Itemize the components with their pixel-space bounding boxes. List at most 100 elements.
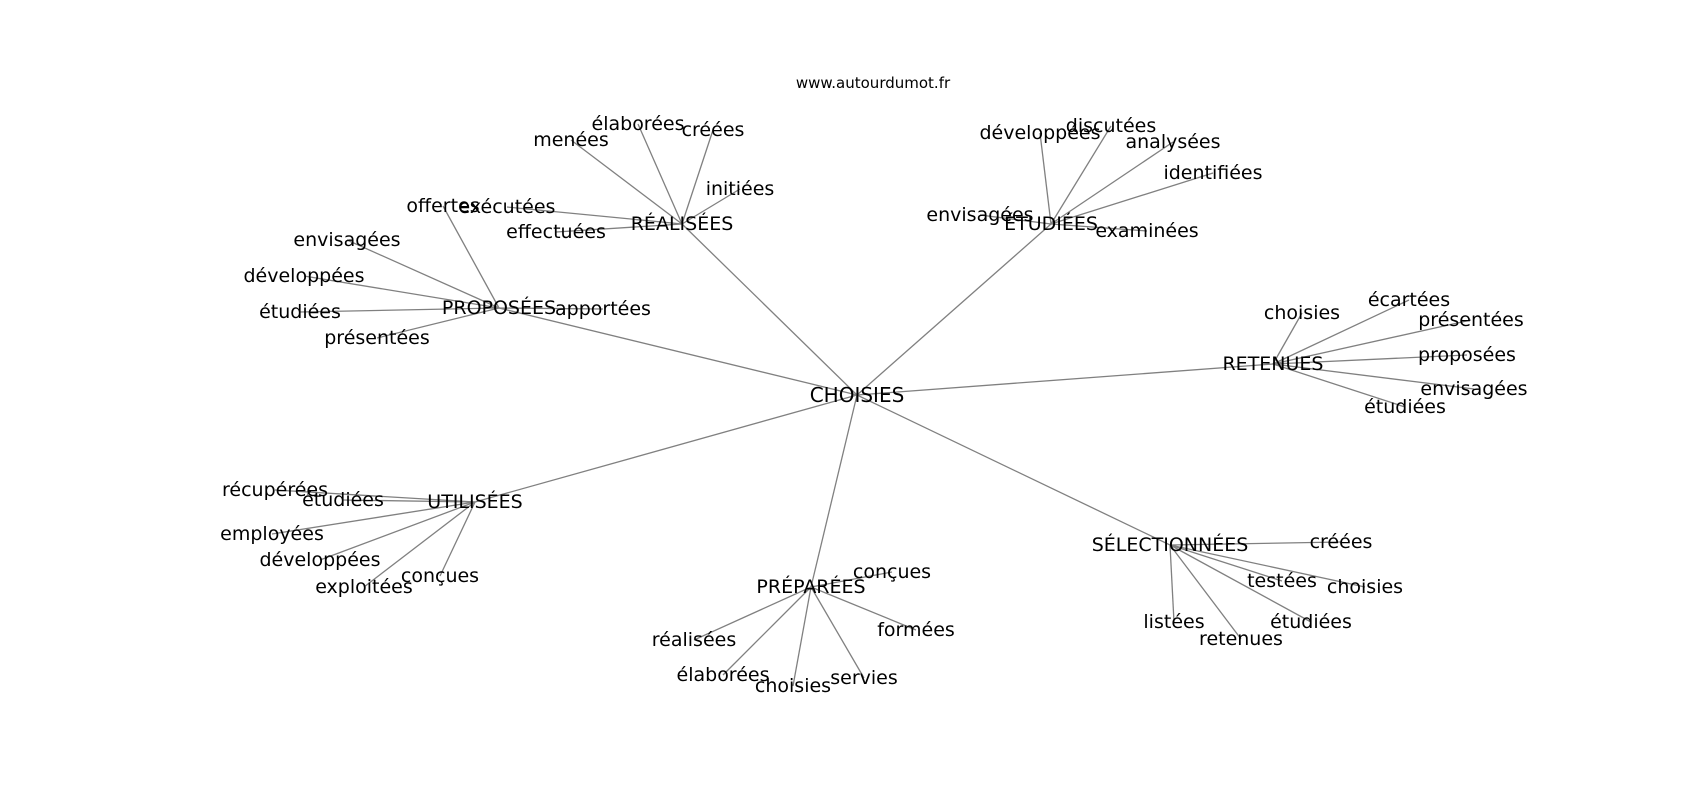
leaf-node-selectionnees-testees: testées xyxy=(1247,570,1317,592)
edge-center-realisees xyxy=(681,223,858,396)
edge-selectionnees-testees xyxy=(1169,544,1283,582)
leaf-node-realisees-elaborees: élaborées xyxy=(592,113,685,135)
leaf-node-realisees-creees: créées xyxy=(682,119,745,141)
hub-node-proposees: PROPOSÉES xyxy=(442,296,556,319)
graph-labels: www.autourdumot.frCHOISIESRÉALISÉESmenée… xyxy=(220,74,1527,697)
edge-center-retenues xyxy=(856,363,1274,396)
leaf-node-utilisees-concues: conçues xyxy=(401,565,479,587)
hub-node-retenues: RETENUES xyxy=(1222,353,1323,375)
leaf-node-preparees-elaborees: élaborées xyxy=(677,664,770,686)
leaf-node-selectionnees-retenues: retenues xyxy=(1199,628,1283,650)
leaf-node-retenues-etudiees: étudiées xyxy=(1364,396,1446,418)
edge-proposees-etudiees xyxy=(299,307,500,313)
edge-selectionnees-choisies xyxy=(1169,544,1366,588)
edge-realisees-executees xyxy=(506,206,683,225)
edge-etudiees-envisagees xyxy=(979,214,1052,225)
leaf-node-etudiees-discutees: discutées xyxy=(1066,115,1156,137)
edge-realisees-elaborees xyxy=(637,123,683,225)
leaf-node-utilisees-recuperees: récupérées xyxy=(222,479,328,501)
edge-utilisees-employees xyxy=(271,501,476,535)
edge-selectionnees-creees xyxy=(1169,541,1342,546)
edge-etudiees-discutees xyxy=(1050,125,1112,225)
hub-node-realisees: RÉALISÉES xyxy=(631,212,734,235)
hub-node-etudiees: ÉTUDIÉES xyxy=(1004,212,1098,235)
leaf-node-retenues-choisies: choisies xyxy=(1264,302,1340,324)
leaf-node-preparees-concues: conçues xyxy=(853,561,931,583)
edge-retenues-ecartees xyxy=(1272,299,1410,365)
leaf-node-proposees-offertes: offertes xyxy=(406,195,479,217)
leaf-node-etudiees-examinees: examinées xyxy=(1095,220,1198,242)
hub-node-utilisees: UTILISÉES xyxy=(427,490,522,513)
edge-center-utilisees xyxy=(474,394,858,503)
leaf-node-retenues-proposees: proposées xyxy=(1418,344,1516,366)
leaf-node-retenues-envisagees: envisagées xyxy=(1420,378,1527,400)
leaf-node-preparees-realisees: réalisées xyxy=(652,629,736,651)
edge-center-selectionnees xyxy=(856,394,1171,546)
leaf-node-selectionnees-creees: créées xyxy=(1310,531,1373,553)
leaf-node-preparees-servies: servies xyxy=(830,667,898,689)
leaf-node-proposees-apportees: apportées xyxy=(555,298,651,320)
edge-realisees-initiees xyxy=(681,188,741,225)
edge-preparees-choisies xyxy=(792,586,812,687)
edge-utilisees-exploitees xyxy=(363,501,476,588)
edge-retenues-envisagees xyxy=(1272,363,1475,390)
leaf-node-retenues-presentees: présentées xyxy=(1418,309,1524,331)
edge-retenues-choisies xyxy=(1272,312,1303,365)
edge-realisees-creees xyxy=(681,129,714,225)
edge-preparees-realisees xyxy=(693,586,812,641)
leaf-node-proposees-developpees: développées xyxy=(244,265,365,287)
edge-etudiees-developpees xyxy=(1039,132,1052,225)
edge-utilisees-recuperees xyxy=(274,489,476,503)
leaf-node-utilisees-developpees: développées xyxy=(260,549,381,571)
leaf-node-utilisees-exploitees: exploitées xyxy=(315,576,413,598)
edge-preparees-elaborees xyxy=(722,586,812,676)
edge-selectionnees-retenues xyxy=(1169,544,1242,640)
edge-proposees-developpees xyxy=(303,275,500,309)
edge-selectionnees-etudiees xyxy=(1169,544,1312,623)
edge-preparees-concues xyxy=(810,571,893,588)
leaf-node-etudiees-analysees: analysées xyxy=(1125,131,1220,153)
leaf-node-proposees-presentees: présentées xyxy=(324,327,430,349)
edge-preparees-formees xyxy=(810,586,917,631)
edge-center-preparees xyxy=(810,394,858,588)
leaf-node-selectionnees-listees: listées xyxy=(1143,611,1204,633)
edge-center-proposees xyxy=(498,307,858,396)
leaf-node-utilisees-etudiees: étudiées xyxy=(302,489,384,511)
leaf-node-etudiees-identifiees: identifiées xyxy=(1163,162,1262,184)
edge-preparees-servies xyxy=(810,586,865,679)
edge-etudiees-examinees xyxy=(1050,223,1148,232)
edge-proposees-presentees xyxy=(376,307,500,339)
edge-utilisees-etudiees xyxy=(342,499,476,503)
leaf-node-realisees-executees: exécutées xyxy=(459,196,556,218)
edge-proposees-apportees xyxy=(498,307,604,310)
center-node-label: CHOISIES xyxy=(810,383,905,407)
edge-realisees-menees xyxy=(570,139,683,225)
leaf-node-proposees-envisagees: envisagées xyxy=(293,229,400,251)
leaf-node-preparees-formees: formées xyxy=(877,619,955,641)
edge-selectionnees-listees xyxy=(1169,544,1175,623)
edge-retenues-proposees xyxy=(1272,354,1468,365)
edge-proposees-envisagees xyxy=(346,239,500,309)
edge-etudiees-analysees xyxy=(1050,141,1174,225)
leaf-node-etudiees-developpees: développées xyxy=(980,122,1101,144)
leaf-node-realisees-initiees: initiées xyxy=(706,178,775,200)
source-url: www.autourdumot.fr xyxy=(796,74,951,92)
leaf-node-selectionnees-etudiees: étudiées xyxy=(1270,611,1352,633)
leaf-node-retenues-ecartees: écartées xyxy=(1368,289,1450,311)
hub-node-selectionnees: SÉLECTIONNÉES xyxy=(1092,533,1249,556)
edge-etudiees-identifiees xyxy=(1050,172,1214,225)
edge-retenues-etudiees xyxy=(1272,363,1406,408)
edge-utilisees-concues xyxy=(439,501,476,577)
leaf-node-preparees-choisies: choisies xyxy=(755,675,831,697)
leaf-node-proposees-etudiees: étudiées xyxy=(259,301,341,323)
graph-edges xyxy=(271,123,1475,687)
leaf-node-realisees-effectuees: effectuées xyxy=(506,221,606,243)
edge-utilisees-developpees xyxy=(319,501,476,561)
edge-realisees-effectuees xyxy=(555,223,683,233)
leaf-node-utilisees-employees: employées xyxy=(220,523,324,545)
hub-node-preparees: PRÉPARÉES xyxy=(756,575,865,598)
leaf-node-etudiees-envisagees: envisagées xyxy=(926,204,1033,226)
leaf-node-selectionnees-choisies: choisies xyxy=(1327,576,1403,598)
edge-center-etudiees xyxy=(856,223,1052,396)
